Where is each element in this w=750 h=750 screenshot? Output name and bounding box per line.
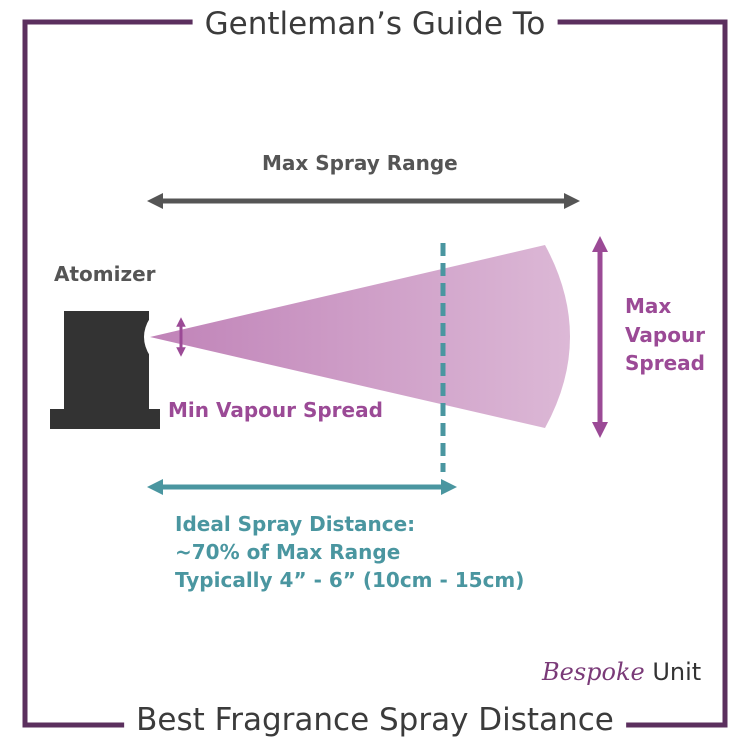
max-vapour-label-2: Vapour [625, 323, 706, 347]
spray-cone [150, 245, 570, 428]
footer-title: Best Fragrance Spray Distance [124, 702, 626, 738]
bespoke-unit-logo: Bespoke Unit [542, 658, 701, 686]
atomizer-icon [50, 311, 160, 429]
atomizer-label: Atomizer [54, 262, 156, 286]
max-vapour-label-1: Max [625, 294, 672, 318]
max-vapour-label-3: Spread [625, 351, 705, 375]
logo-script: Bespoke [542, 658, 645, 686]
min-vapour-label: Min Vapour Spread [168, 398, 383, 422]
logo-word: Unit [652, 658, 702, 686]
header-title: Gentleman’s Guide To [192, 6, 558, 42]
ideal-label-3: Typically 4” - 6” (10cm - 15cm) [175, 568, 525, 592]
ideal-label-2: ~70% of Max Range [175, 540, 401, 564]
max-range-label: Max Spray Range [262, 151, 458, 175]
ideal-label-1: Ideal Spray Distance: [175, 512, 416, 536]
